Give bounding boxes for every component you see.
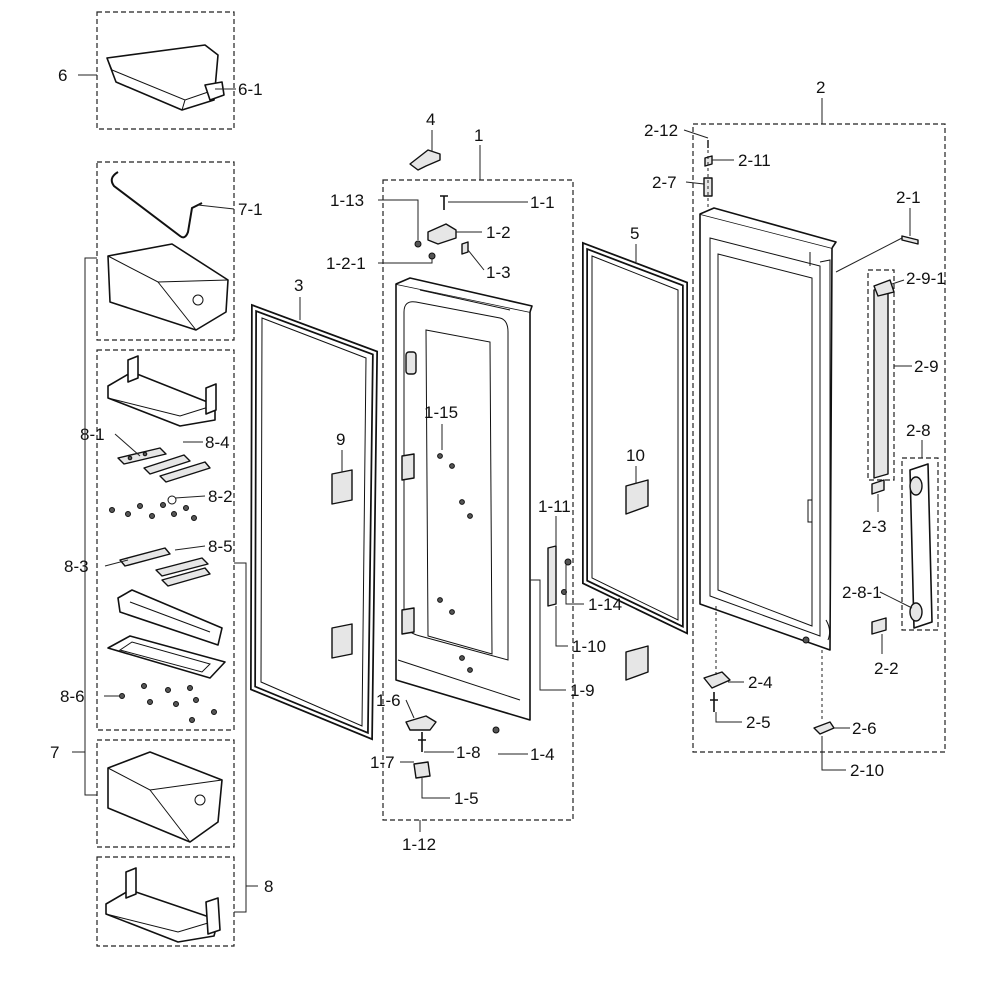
label-4: 4 bbox=[426, 110, 435, 129]
pin-2-5 bbox=[710, 692, 718, 712]
label-2-2: 2-2 bbox=[874, 659, 899, 678]
label-8-6: 8-6 bbox=[60, 687, 85, 706]
part-2-11 bbox=[704, 155, 713, 167]
label-1-2: 1-2 bbox=[486, 223, 511, 242]
label-1-10: 1-10 bbox=[572, 637, 606, 656]
screw-1-1 bbox=[440, 195, 448, 210]
door-bin-7-lower bbox=[107, 751, 223, 843]
label-5: 5 bbox=[630, 224, 639, 243]
door-gasket-3 bbox=[249, 303, 379, 741]
pad-10-lower bbox=[625, 645, 649, 681]
hinge-cover-4 bbox=[409, 149, 441, 171]
label-7-1: 7-1 bbox=[238, 200, 263, 219]
label-2-4: 2-4 bbox=[748, 673, 773, 692]
label-8-1: 8-1 bbox=[80, 425, 105, 444]
label-1-9: 1-9 bbox=[570, 681, 595, 700]
door-bin-7-upper bbox=[107, 243, 229, 331]
label-9: 9 bbox=[336, 430, 345, 449]
part-labels: 6 6-1 7-1 7 8 8-1 8-4 8-2 8-3 8-5 8-6 3 … bbox=[50, 66, 946, 896]
label-1-12: 1-12 bbox=[402, 835, 436, 854]
handle-2-8 bbox=[901, 457, 939, 631]
label-2-9: 2-9 bbox=[914, 357, 939, 376]
hinge-1-2 bbox=[427, 223, 457, 245]
door-shelf-lower bbox=[105, 867, 221, 943]
door-bin-6 bbox=[106, 44, 225, 111]
label-1-6: 1-6 bbox=[376, 691, 401, 710]
door-gasket-5 bbox=[582, 241, 688, 635]
label-1: 1 bbox=[474, 126, 483, 145]
bracket-8-1 bbox=[117, 447, 167, 465]
group-box-7-lower bbox=[96, 739, 235, 848]
cap-2-6 bbox=[813, 721, 835, 735]
label-8: 8 bbox=[264, 877, 273, 896]
label-8-3: 8-3 bbox=[64, 557, 89, 576]
screws-8-2 bbox=[109, 495, 197, 521]
label-1-11: 1-11 bbox=[538, 497, 571, 516]
screws-8-6 bbox=[119, 683, 217, 723]
label-6-1: 6-1 bbox=[238, 80, 263, 99]
label-1-14: 1-14 bbox=[588, 595, 622, 614]
part-1-14 bbox=[564, 558, 572, 566]
label-1-4: 1-4 bbox=[530, 745, 555, 764]
door-shelf-upper bbox=[107, 355, 217, 427]
pin-1-8 bbox=[418, 732, 426, 752]
group-box-8-parts bbox=[96, 349, 235, 731]
pin-2-1 bbox=[901, 235, 919, 245]
hinge-plate-9-lower bbox=[331, 623, 353, 659]
bracket-8-3 bbox=[119, 547, 171, 567]
leader-lines bbox=[72, 74, 923, 913]
label-2-5: 2-5 bbox=[746, 713, 771, 732]
label-3: 3 bbox=[294, 276, 303, 295]
label-1-15: 1-15 bbox=[424, 403, 458, 422]
part-1-3 bbox=[461, 241, 469, 255]
bracket-8-4 bbox=[143, 454, 211, 483]
part-2-3 bbox=[871, 479, 885, 495]
hinge-1-6 bbox=[405, 715, 437, 731]
shelf-frame bbox=[107, 589, 226, 679]
label-2-7: 2-7 bbox=[652, 173, 677, 192]
label-1-7: 1-7 bbox=[370, 753, 395, 772]
part-2-2 bbox=[871, 617, 887, 635]
pad-10-upper bbox=[625, 479, 649, 515]
label-1-5: 1-5 bbox=[454, 789, 479, 808]
label-1-3: 1-3 bbox=[486, 263, 511, 282]
door-assembly-2 bbox=[699, 207, 837, 651]
label-2-6: 2-6 bbox=[852, 719, 877, 738]
part-1-4 bbox=[492, 726, 500, 734]
label-1-8: 1-8 bbox=[456, 743, 481, 762]
label-8-5: 8-5 bbox=[208, 537, 233, 556]
label-10: 10 bbox=[626, 446, 645, 465]
group-box-1 bbox=[382, 179, 574, 821]
wire-rack-7-1 bbox=[110, 171, 203, 239]
label-1-2-1: 1-2-1 bbox=[326, 254, 366, 273]
cap-1-5 bbox=[413, 761, 431, 779]
hinge-2-4 bbox=[703, 671, 731, 689]
label-8-4: 8-4 bbox=[205, 433, 230, 452]
label-2-8-1: 2-8-1 bbox=[842, 583, 882, 602]
group-box-6 bbox=[96, 11, 235, 130]
label-2-8: 2-8 bbox=[906, 421, 931, 440]
label-2-10: 2-10 bbox=[850, 761, 884, 780]
label-2-11: 2-11 bbox=[738, 151, 771, 170]
label-2-12: 2-12 bbox=[644, 121, 678, 140]
label-8-2: 8-2 bbox=[208, 487, 233, 506]
label-2-3: 2-3 bbox=[862, 517, 887, 536]
part-1-13 bbox=[414, 240, 422, 248]
label-2-1: 2-1 bbox=[896, 188, 921, 207]
door-assembly-1 bbox=[395, 277, 533, 721]
group-box-8-lower bbox=[96, 856, 235, 947]
label-7: 7 bbox=[50, 743, 59, 762]
hinge-plate-9-upper bbox=[331, 469, 353, 505]
label-2: 2 bbox=[816, 78, 825, 97]
group-box-7-upper bbox=[96, 161, 235, 341]
hinge-bar-1-11 bbox=[547, 545, 557, 607]
bracket-8-5 bbox=[155, 557, 211, 587]
handle-bar-2-9 bbox=[867, 269, 895, 481]
label-1-13: 1-13 bbox=[330, 191, 364, 210]
label-1-1: 1-1 bbox=[530, 193, 555, 212]
label-2-9-1: 2-9-1 bbox=[906, 269, 946, 288]
label-6: 6 bbox=[58, 66, 67, 85]
part-2-9-1 bbox=[873, 279, 895, 297]
